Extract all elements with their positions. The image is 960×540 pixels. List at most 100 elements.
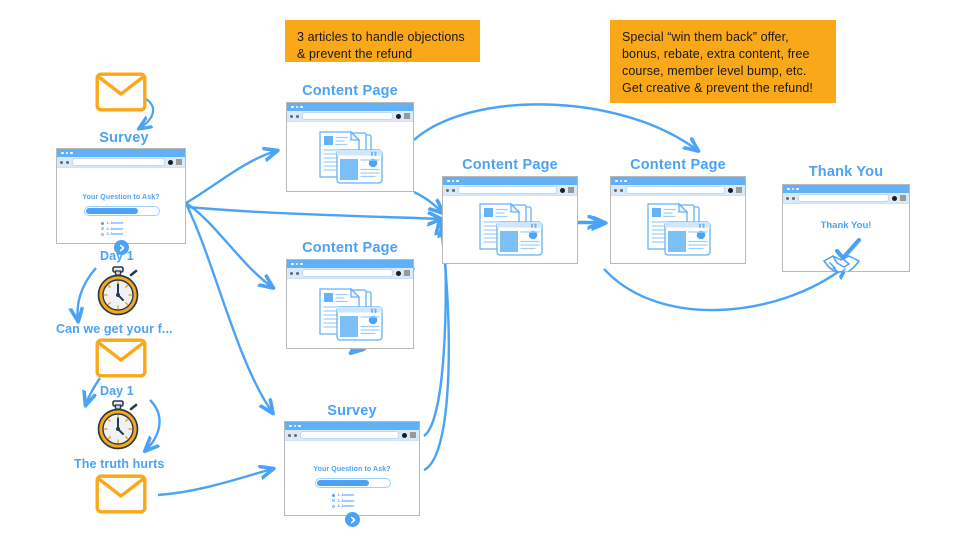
back-icon[interactable]	[290, 114, 293, 118]
survey-top-card[interactable]: Your Question to Ask? 1. Answer 2. Answe…	[56, 148, 186, 255]
content-1-card[interactable]	[286, 102, 414, 192]
chevron-right-icon	[119, 244, 124, 251]
browser-titlebar	[57, 149, 185, 157]
note-offer: Special “win them back” offer, bonus, re…	[610, 20, 836, 103]
forward-icon[interactable]	[66, 160, 69, 164]
menu-icon[interactable]	[900, 195, 906, 201]
survey-option[interactable]: 1. Answer	[332, 493, 354, 497]
menu-icon[interactable]	[568, 187, 574, 193]
record-icon[interactable]	[396, 270, 401, 276]
survey-top-body: Your Question to Ask? 1. Answer 2. Answe…	[57, 168, 185, 255]
survey-bottom-title: Survey	[327, 403, 377, 419]
subject-1-label: Can we get your f...	[56, 322, 173, 336]
back-icon[interactable]	[288, 433, 291, 437]
forward-icon[interactable]	[296, 114, 299, 118]
documents-icon	[319, 287, 383, 341]
content-1-body	[287, 122, 413, 191]
record-icon[interactable]	[168, 159, 173, 165]
forward-icon[interactable]	[294, 433, 297, 437]
address-bar[interactable]	[626, 186, 725, 194]
thank-you-body: Thank You!	[783, 204, 909, 273]
back-icon[interactable]	[290, 271, 293, 275]
survey-submit-button[interactable]	[114, 240, 129, 255]
address-bar[interactable]	[798, 194, 889, 202]
menu-icon[interactable]	[410, 432, 416, 438]
envelope-icon	[95, 338, 147, 383]
record-icon[interactable]	[396, 113, 401, 119]
radio-icon[interactable]	[101, 227, 104, 230]
address-bar[interactable]	[302, 112, 393, 120]
menu-icon[interactable]	[404, 270, 410, 276]
content-4-title: Content Page	[630, 157, 726, 173]
browser-toolbar[interactable]	[287, 111, 413, 122]
browser-toolbar[interactable]	[611, 185, 745, 196]
day1-a-label: Day 1	[100, 249, 134, 263]
back-icon[interactable]	[446, 188, 449, 192]
back-icon[interactable]	[786, 196, 789, 200]
radio-icon[interactable]	[101, 232, 104, 236]
documents-icon	[479, 202, 543, 256]
survey-option[interactable]: 1. Answer	[101, 221, 123, 225]
browser-toolbar[interactable]	[57, 157, 185, 168]
survey-bottom-slider[interactable]	[315, 478, 391, 488]
record-icon[interactable]	[728, 187, 733, 193]
address-bar[interactable]	[72, 158, 165, 166]
browser-toolbar[interactable]	[287, 268, 413, 279]
survey-bottom-question: Your Question to Ask?	[313, 466, 391, 473]
address-bar[interactable]	[302, 269, 393, 277]
window-dots	[291, 105, 303, 108]
window-dots	[615, 179, 627, 182]
survey-top-title: Survey	[99, 130, 149, 146]
content-4-card[interactable]	[610, 176, 746, 264]
survey-bottom-body: Your Question to Ask? 1. Answer 2. Answe…	[285, 441, 419, 527]
documents-icon	[319, 130, 383, 184]
radio-icon[interactable]	[332, 504, 335, 508]
window-dots	[787, 187, 799, 190]
content-2-card[interactable]	[286, 259, 414, 349]
forward-icon[interactable]	[296, 271, 299, 275]
menu-icon[interactable]	[176, 159, 182, 165]
radio-icon[interactable]	[332, 493, 335, 497]
content-2-title: Content Page	[302, 240, 398, 256]
documents-icon	[647, 202, 711, 256]
survey-option[interactable]: 2. Answer	[101, 227, 123, 231]
note-articles: 3 articles to handle objections & preven…	[285, 20, 480, 62]
back-icon[interactable]	[614, 188, 617, 192]
record-icon[interactable]	[402, 432, 407, 438]
content-2-body	[287, 279, 413, 348]
forward-icon[interactable]	[792, 196, 795, 200]
survey-bottom-options[interactable]: 1. Answer 2. Answer 3. Answer	[332, 493, 354, 508]
survey-top-options[interactable]: 1. Answer 2. Answer 3. Answer	[101, 221, 123, 236]
radio-icon[interactable]	[101, 221, 104, 225]
content-4-body	[611, 196, 745, 263]
chevron-right-icon	[350, 516, 355, 523]
survey-top-slider[interactable]	[84, 206, 160, 216]
browser-toolbar[interactable]	[783, 193, 909, 204]
browser-toolbar[interactable]	[443, 185, 577, 196]
envelope-icon	[95, 72, 147, 117]
window-dots	[291, 262, 303, 265]
window-dots	[289, 424, 301, 427]
stopwatch-icon	[93, 266, 143, 323]
survey-option[interactable]: 2. Answer	[332, 499, 354, 503]
radio-icon[interactable]	[332, 499, 335, 502]
survey-option[interactable]: 3. Answer	[101, 232, 123, 236]
menu-icon[interactable]	[736, 187, 742, 193]
thank-you-card[interactable]: Thank You!	[782, 184, 910, 273]
record-icon[interactable]	[892, 195, 897, 201]
survey-option[interactable]: 3. Answer	[332, 504, 354, 508]
browser-toolbar[interactable]	[285, 430, 419, 441]
back-icon[interactable]	[60, 160, 63, 164]
forward-icon[interactable]	[620, 188, 623, 192]
window-dots	[61, 151, 73, 154]
address-bar[interactable]	[458, 186, 557, 194]
address-bar[interactable]	[300, 431, 399, 439]
survey-bottom-card[interactable]: Your Question to Ask? 1. Answer 2. Answe…	[284, 421, 420, 527]
survey-bottom-submit-button[interactable]	[345, 512, 360, 527]
forward-icon[interactable]	[452, 188, 455, 192]
content-3-card[interactable]	[442, 176, 578, 264]
menu-icon[interactable]	[404, 113, 410, 119]
record-icon[interactable]	[560, 187, 565, 193]
